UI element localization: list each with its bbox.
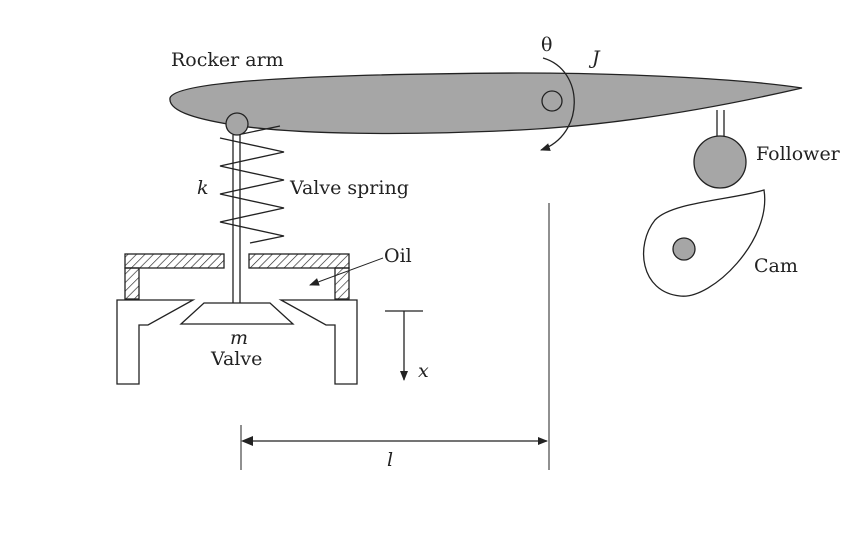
inertia-label: J bbox=[588, 47, 601, 69]
displacement-label: x bbox=[418, 360, 429, 382]
cam-profile bbox=[642, 189, 766, 297]
rocker-arm-body bbox=[169, 72, 803, 135]
cam bbox=[642, 189, 766, 297]
theta-label: θ bbox=[541, 34, 552, 56]
oil-housing bbox=[124, 253, 350, 300]
rocker-arm-label: Rocker arm bbox=[171, 49, 284, 71]
spring-constant-label: k bbox=[197, 177, 209, 199]
follower-label: Follower bbox=[756, 143, 841, 165]
length-dimension bbox=[240, 203, 550, 470]
theta-rotation-arrow bbox=[540, 57, 575, 151]
mass-label: m bbox=[230, 327, 248, 349]
displacement-arrow bbox=[385, 310, 423, 381]
valve-seat bbox=[116, 299, 358, 385]
follower-roller bbox=[693, 135, 747, 189]
valve-spring-label: Valve spring bbox=[289, 177, 409, 199]
valve-spring bbox=[219, 137, 285, 244]
length-label: l bbox=[387, 449, 393, 471]
follower bbox=[693, 110, 747, 189]
oil-label: Oil bbox=[384, 245, 412, 267]
cam-shaft bbox=[672, 237, 696, 261]
oil-leader bbox=[309, 257, 384, 286]
valve-head bbox=[179, 302, 295, 325]
rocker-arm bbox=[169, 72, 803, 135]
cam-label: Cam bbox=[754, 255, 798, 277]
spring-pivot-ball bbox=[225, 112, 249, 136]
rocker-pivot bbox=[541, 90, 563, 112]
valve-label: Valve bbox=[210, 348, 262, 370]
